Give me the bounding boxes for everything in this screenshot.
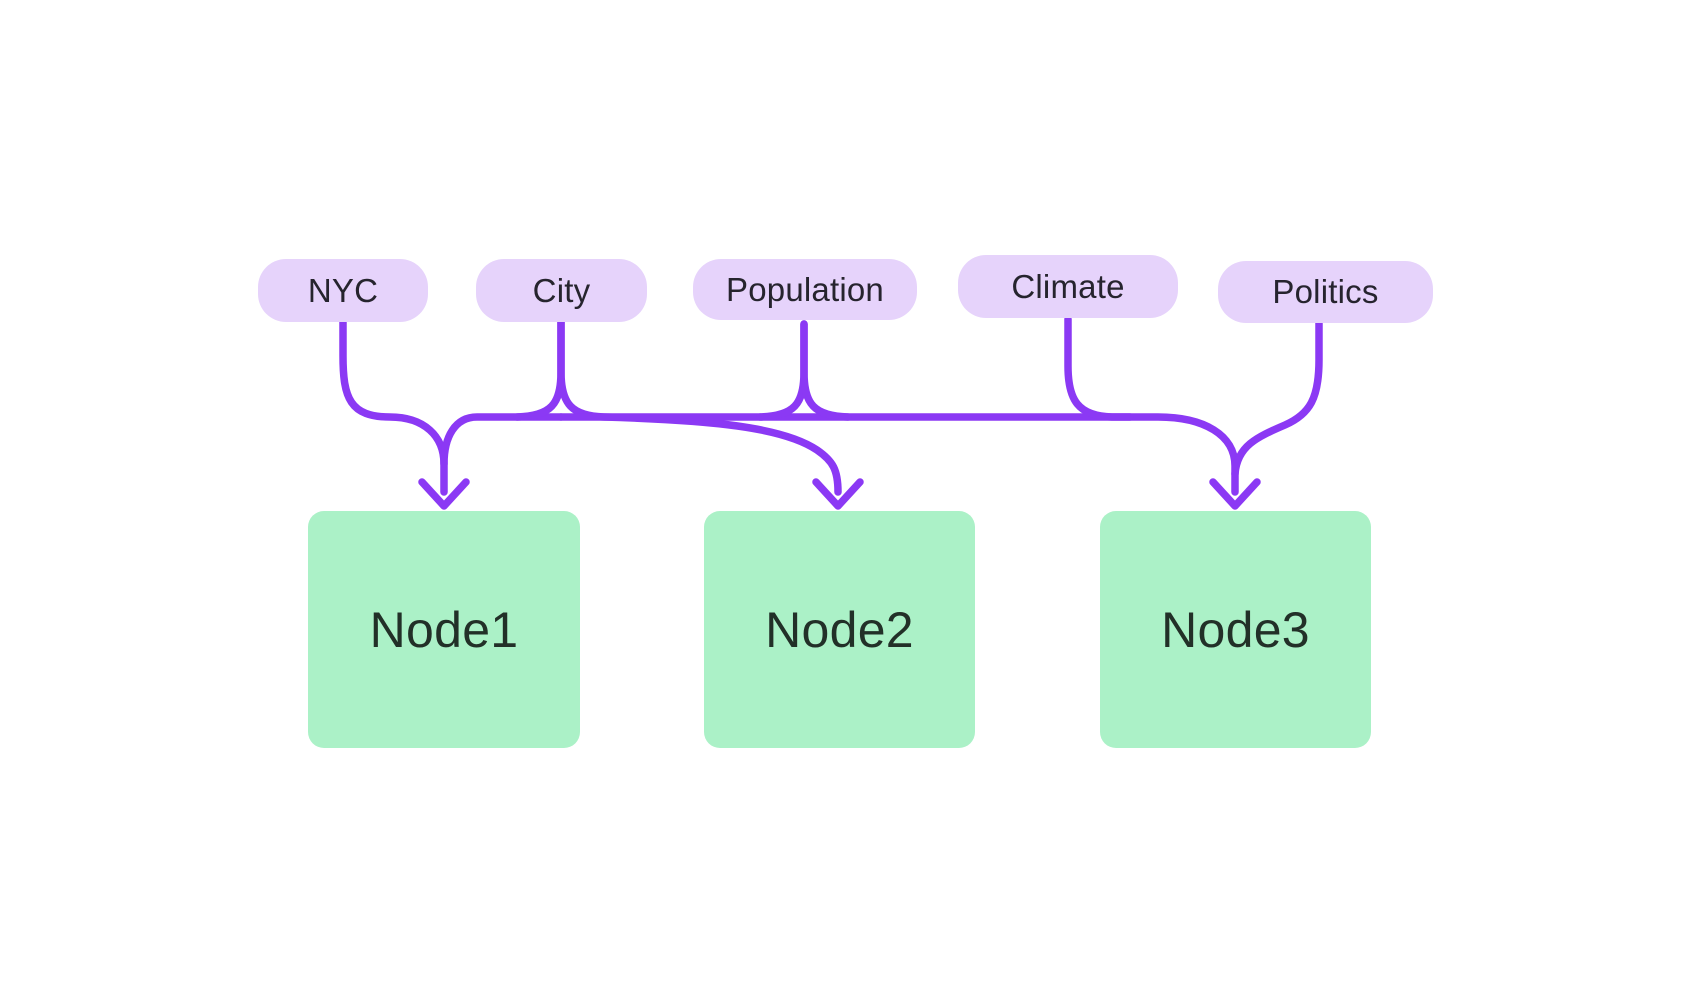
label-pill-climate[interactable]: Climate xyxy=(958,255,1178,318)
edge-population-left-branch xyxy=(756,320,808,421)
label-pill-nyc-text: NYC xyxy=(307,271,379,309)
label-pill-politics-text: Politics xyxy=(1272,273,1379,310)
edge-nyc-node1 xyxy=(339,318,448,496)
edge-climate-node3 xyxy=(1064,315,1134,421)
node-node3-text: Node3 xyxy=(1161,601,1310,658)
edge-population-right-branch xyxy=(800,320,852,421)
label-pill-politics[interactable]: Politics xyxy=(1218,261,1433,323)
label-pill-climate-text: Climate xyxy=(1011,267,1125,305)
edge-city-node2-sweep xyxy=(557,318,842,496)
arrowhead-node1-icon xyxy=(418,478,470,510)
edge-politics-node3 xyxy=(1231,318,1323,478)
node-node2-text: Node2 xyxy=(765,601,914,658)
arrowhead-node2-icon xyxy=(812,478,864,510)
node-node1[interactable]: Node1 xyxy=(308,511,580,748)
edge-bus-node1-funnel xyxy=(440,413,565,468)
node-node3[interactable]: Node3 xyxy=(1100,511,1371,748)
label-pill-city[interactable]: City xyxy=(476,259,647,322)
node-node1-text: Node1 xyxy=(369,601,519,658)
label-pill-nyc[interactable]: NYC xyxy=(258,259,428,322)
label-pill-population-text: Population xyxy=(726,270,884,308)
edge-bus-main xyxy=(557,413,1239,496)
arrowhead-node3-icon xyxy=(1209,478,1261,510)
label-pill-city-text: City xyxy=(532,271,591,309)
edge-city-node1-branch xyxy=(513,318,565,421)
label-pill-population[interactable]: Population xyxy=(693,259,917,320)
node-node2[interactable]: Node2 xyxy=(704,511,975,748)
